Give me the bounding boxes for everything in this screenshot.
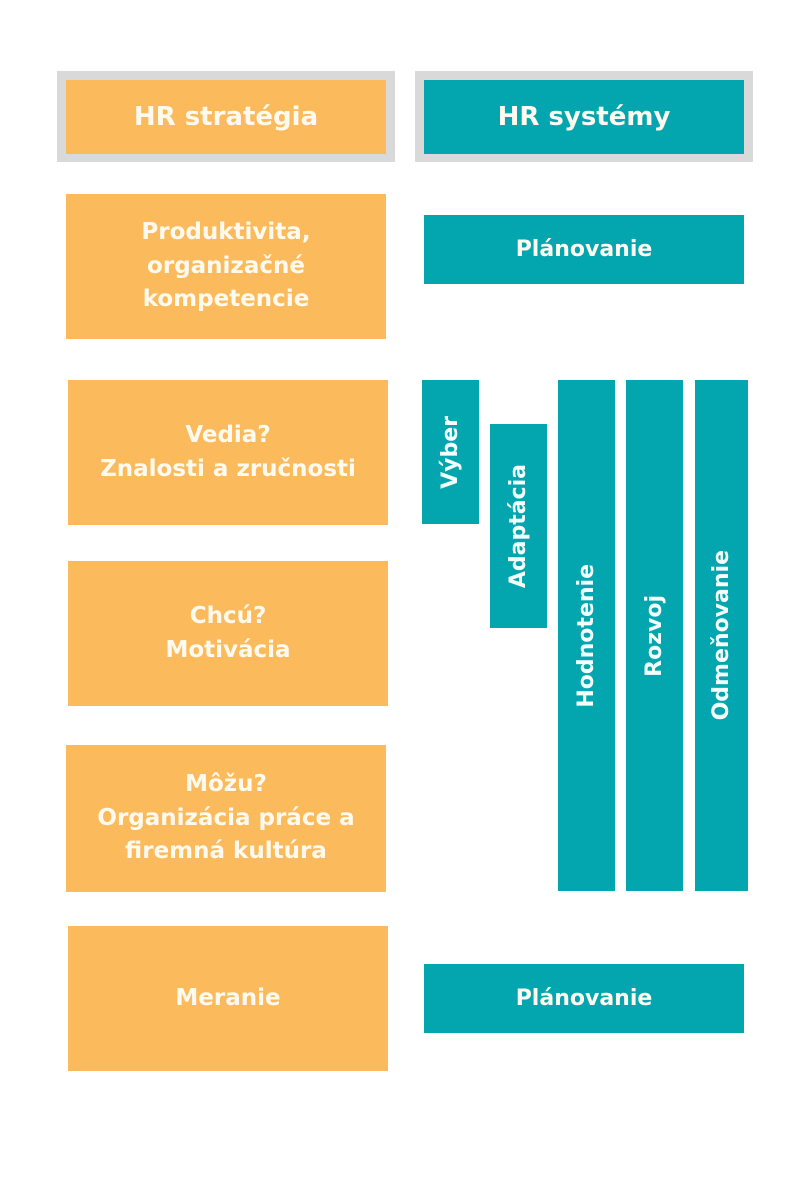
system-adaptation-label: Adaptácia: [506, 463, 531, 589]
system-development-label: Rozvoj: [642, 594, 667, 677]
system-selection-bar: Výber: [422, 380, 479, 524]
strategy-item-productivity: Produktivita, organizačné kompetencie: [66, 194, 386, 339]
system-evaluation-bar: Hodnotenie: [558, 380, 615, 891]
system-adaptation-bar: Adaptácia: [490, 424, 547, 628]
system-development-bar: Rozvoj: [626, 380, 683, 891]
strategy-item-motivation: Chcú? Motivácia: [68, 561, 388, 706]
system-rewards-bar: Odmeňovanie: [695, 380, 748, 891]
systems-header: HR systémy: [424, 80, 744, 154]
system-planning-bottom: Plánovanie: [424, 964, 744, 1033]
system-selection-label: Výber: [438, 415, 463, 489]
system-evaluation-label: Hodnotenie: [574, 563, 599, 708]
strategy-item-measurement: Meranie: [68, 926, 388, 1071]
system-rewards-label: Odmeňovanie: [709, 550, 734, 721]
strategy-item-organization: Môžu? Organizácia práce a firemná kultúr…: [66, 745, 386, 892]
system-planning-top: Plánovanie: [424, 215, 744, 284]
strategy-item-knowledge: Vedia? Znalosti a zručnosti: [68, 380, 388, 525]
strategy-header: HR stratégia: [66, 80, 386, 154]
